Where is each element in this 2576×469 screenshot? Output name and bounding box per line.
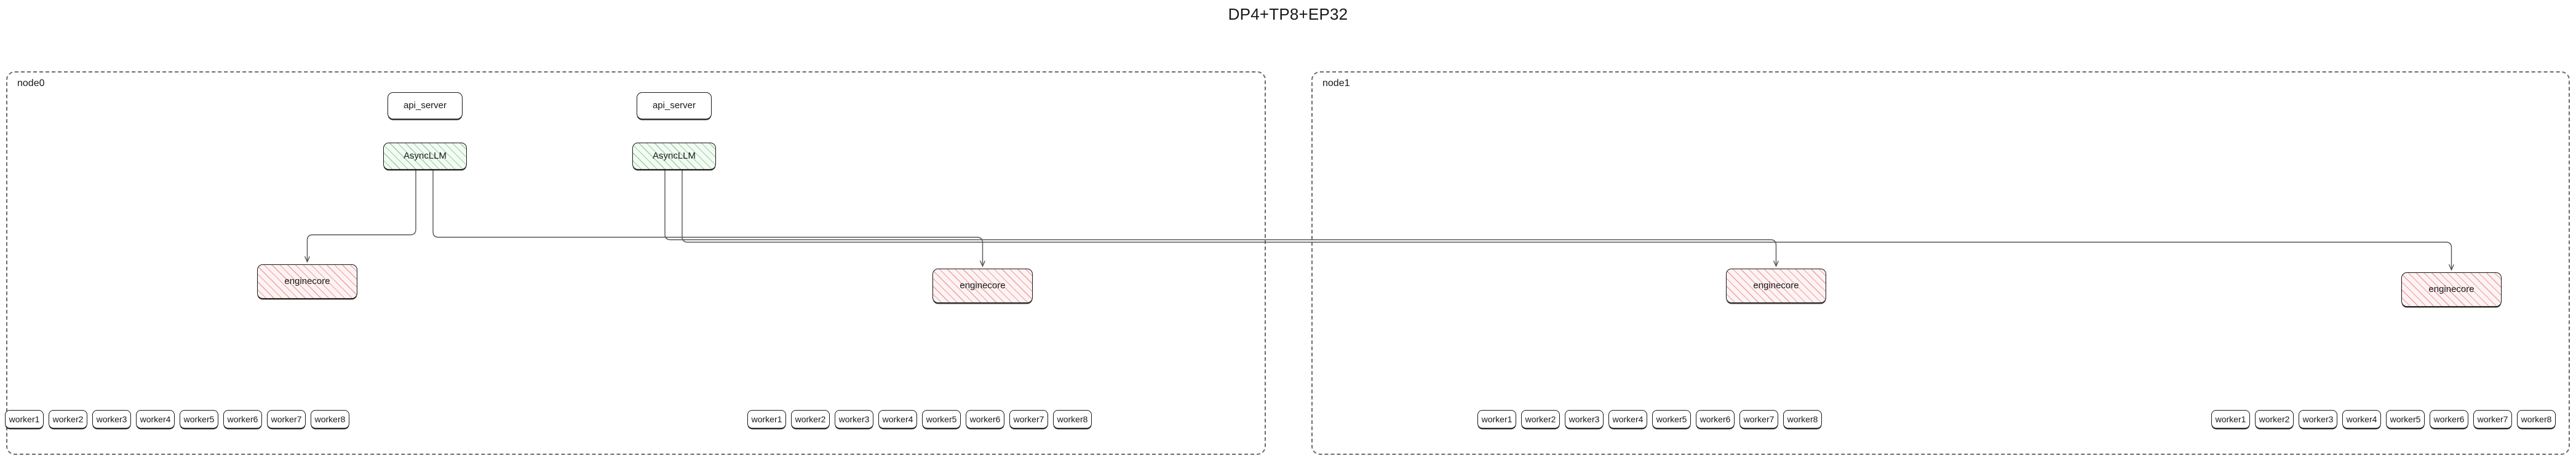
worker-label: worker7 bbox=[1743, 414, 1775, 424]
worker-box[interactable]: worker8 bbox=[311, 410, 349, 428]
worker-label: worker4 bbox=[2346, 414, 2377, 424]
worker-label: worker4 bbox=[140, 414, 171, 424]
worker-box[interactable]: worker1 bbox=[1477, 410, 1516, 428]
worker-label: worker6 bbox=[1699, 414, 1731, 424]
worker-box[interactable]: worker2 bbox=[49, 410, 87, 428]
worker-box[interactable]: worker8 bbox=[1783, 410, 1822, 428]
async-llm-box[interactable]: AsyncLLM bbox=[632, 143, 716, 170]
worker-label: worker8 bbox=[314, 414, 346, 424]
enginecore-box[interactable]: enginecore bbox=[1726, 269, 1826, 303]
enginecore-label: enginecore bbox=[960, 280, 1006, 291]
worker-label: worker4 bbox=[882, 414, 913, 424]
api-server-label: api_server bbox=[652, 100, 696, 111]
worker-box[interactable]: worker5 bbox=[2386, 410, 2425, 428]
worker-box[interactable]: worker4 bbox=[1608, 410, 1647, 428]
worker-box[interactable]: worker5 bbox=[922, 410, 961, 428]
worker-label: worker7 bbox=[2477, 414, 2508, 424]
worker-label: worker6 bbox=[227, 414, 258, 424]
worker-box[interactable]: worker3 bbox=[2299, 410, 2337, 428]
worker-box[interactable]: worker4 bbox=[878, 410, 917, 428]
worker-box[interactable]: worker6 bbox=[966, 410, 1004, 428]
worker-label: worker8 bbox=[1787, 414, 1818, 424]
worker-label: worker2 bbox=[52, 414, 84, 424]
worker-label: worker5 bbox=[926, 414, 957, 424]
worker-label: worker6 bbox=[969, 414, 1001, 424]
worker-box[interactable]: worker5 bbox=[180, 410, 218, 428]
worker-label: worker5 bbox=[2390, 414, 2421, 424]
worker-box[interactable]: worker7 bbox=[267, 410, 306, 428]
worker-box[interactable]: worker7 bbox=[2473, 410, 2512, 428]
worker-box[interactable]: worker5 bbox=[1652, 410, 1691, 428]
worker-label: worker7 bbox=[1013, 414, 1044, 424]
worker-box[interactable]: worker6 bbox=[1696, 410, 1735, 428]
async-llm-box[interactable]: AsyncLLM bbox=[383, 143, 467, 170]
enginecore-label: enginecore bbox=[1753, 280, 1799, 291]
enginecore-box[interactable]: enginecore bbox=[257, 264, 357, 299]
worker-label: worker2 bbox=[1525, 414, 1556, 424]
worker-label: worker1 bbox=[751, 414, 782, 424]
enginecore-label: enginecore bbox=[284, 276, 330, 286]
worker-label: worker2 bbox=[795, 414, 826, 424]
node-cluster-node0: node0 bbox=[6, 71, 1266, 455]
worker-label: worker5 bbox=[183, 414, 215, 424]
worker-box[interactable]: worker1 bbox=[747, 410, 786, 428]
worker-label: worker2 bbox=[2259, 414, 2290, 424]
worker-label: worker6 bbox=[2433, 414, 2465, 424]
worker-box[interactable]: worker7 bbox=[1009, 410, 1048, 428]
enginecore-label: enginecore bbox=[2428, 284, 2475, 294]
enginecore-box[interactable]: enginecore bbox=[932, 269, 1033, 303]
worker-box[interactable]: worker7 bbox=[1739, 410, 1778, 428]
worker-box[interactable]: worker6 bbox=[223, 410, 262, 428]
worker-box[interactable]: worker1 bbox=[2211, 410, 2250, 428]
worker-label: worker5 bbox=[1656, 414, 1687, 424]
worker-box[interactable]: worker2 bbox=[791, 410, 830, 428]
page-title: DP4+TP8+EP32 bbox=[1228, 5, 1348, 23]
worker-label: worker8 bbox=[2521, 414, 2552, 424]
worker-box[interactable]: worker1 bbox=[5, 410, 44, 428]
worker-label: worker3 bbox=[2302, 414, 2334, 424]
worker-label: worker1 bbox=[9, 414, 40, 424]
node-cluster-label-node1: node1 bbox=[1322, 78, 1350, 89]
worker-label: worker1 bbox=[2215, 414, 2246, 424]
worker-box[interactable]: worker4 bbox=[2342, 410, 2381, 428]
async-llm-label: AsyncLLM bbox=[652, 151, 696, 161]
worker-label: worker3 bbox=[96, 414, 127, 424]
worker-box[interactable]: worker4 bbox=[136, 410, 175, 428]
worker-label: worker3 bbox=[838, 414, 870, 424]
worker-label: worker3 bbox=[1568, 414, 1600, 424]
async-llm-label: AsyncLLM bbox=[403, 151, 447, 161]
worker-box[interactable]: worker3 bbox=[92, 410, 131, 428]
node-cluster-node1: node1 bbox=[1311, 71, 2570, 455]
api-server-box[interactable]: api_server bbox=[388, 92, 463, 119]
worker-box[interactable]: worker3 bbox=[835, 410, 873, 428]
worker-box[interactable]: worker6 bbox=[2430, 410, 2468, 428]
worker-box[interactable]: worker2 bbox=[2255, 410, 2294, 428]
api-server-box[interactable]: api_server bbox=[637, 92, 712, 119]
worker-box[interactable]: worker8 bbox=[1053, 410, 1092, 428]
enginecore-box[interactable]: enginecore bbox=[2401, 272, 2502, 307]
worker-box[interactable]: worker3 bbox=[1565, 410, 1604, 428]
worker-label: worker4 bbox=[1612, 414, 1644, 424]
worker-box[interactable]: worker2 bbox=[1521, 410, 1560, 428]
worker-label: worker8 bbox=[1057, 414, 1088, 424]
worker-box[interactable]: worker8 bbox=[2517, 410, 2556, 428]
worker-label: worker7 bbox=[271, 414, 302, 424]
worker-label: worker1 bbox=[1481, 414, 1513, 424]
api-server-label: api_server bbox=[403, 100, 447, 111]
node-cluster-label-node0: node0 bbox=[17, 78, 45, 89]
